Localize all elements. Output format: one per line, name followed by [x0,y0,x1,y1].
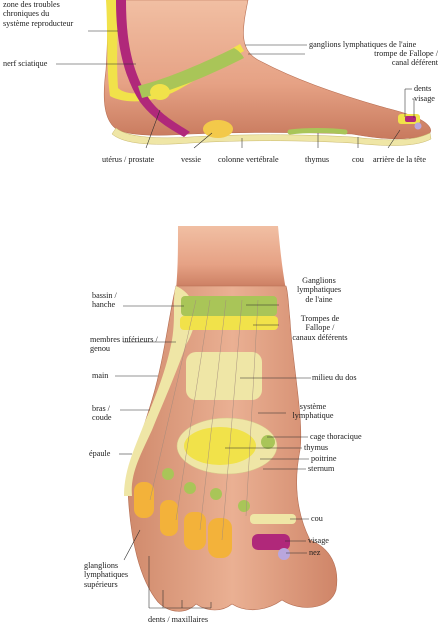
label-arriere-tete: arrière de la tête [373,155,426,164]
label-cage-thoracique: cage thoracique [310,432,362,441]
sole-bigtoe-nose [278,548,290,560]
label-thymus-bottom: thymus [304,443,329,452]
label-thymus-top: thymus [305,155,330,164]
label-visage: visage [414,94,435,103]
sole-lymph-spot-4 [210,488,222,500]
label-visage-bottom: visage [308,536,329,545]
side-toe-magenta [405,116,416,122]
label-milieu-dos: milieu du dos [312,373,357,382]
top-leader-lines [56,30,415,149]
sole-leg [176,226,286,290]
label-epaule: épaule [89,449,111,458]
label-bassin: bassin / hanche [92,291,117,310]
sole-view-foot [124,226,338,612]
label-vessie: vessie [181,155,202,164]
sole-toe-orange-1 [134,482,154,518]
side-foot-skin [103,0,431,140]
label-main: main [92,371,109,380]
label-dents: dents [414,84,432,93]
sole-yellow-fallope [180,316,278,330]
side-heel-spot [203,120,233,138]
sole-lymph-spot-2 [162,468,174,480]
label-trompe-fallope: trompe de Fallope / canal déférent [374,49,438,68]
side-magenta-sciatic [116,0,190,137]
label-systeme-lymph: système lymphatique [292,402,334,421]
sole-bigtoe-neck [250,514,296,524]
sole-thymus [184,427,256,465]
label-trompes: Trompes de Fallope / canaux déférents [292,314,348,342]
label-poitrine: poitrine [311,454,337,463]
sole-bigtoe-face [252,534,290,550]
sole-reflex-lines [149,299,259,541]
label-bras: bras / coude [92,404,112,423]
sole-lymph-spot-3 [184,482,196,494]
sole-lymph-spot-1 [261,435,275,449]
side-bladder-spot [150,84,170,100]
label-cou-bottom: cou [311,514,323,523]
side-view-foot [103,0,432,146]
label-glanglions-sup: glanglions lymphatiques supérieurs [84,561,129,589]
side-sole-band [111,127,432,146]
label-dents-maxillaires: dents / maxillaires [148,615,209,624]
sole-lymph-spot-5 [238,500,250,512]
label-sternum: sternum [308,464,335,473]
label-membres: membres inférieurs / genou [90,335,158,354]
side-yellow-back-band [106,0,244,102]
sole-lateral-pale-band [124,286,190,496]
sole-toe-orange-4 [208,518,232,558]
bottom-leader-lines [115,304,311,609]
label-ganglions-aine: ganglions lymphatiques de l'aine [309,40,417,49]
sole-mid-back [186,352,262,400]
side-thymus-dash [287,128,348,135]
sole-toe-orange-2 [160,500,178,536]
label-nez: nez [309,548,321,557]
label-nerf-sciatique: nerf sciatique [3,59,48,68]
label-ganglions-aine-bottom: Ganglions lymphatiques de l'aine [296,276,342,304]
label-zone-troubles: zone des troubles chroniques du système … [3,0,74,28]
side-toe-lavender [414,122,422,130]
label-cou-top: cou [352,155,364,164]
label-uterus-prostate: utérus / prostate [102,155,155,164]
label-colonne: colonne vertébrale [218,155,279,164]
sole-toe-orange-3 [184,512,206,550]
sole-green-groin [181,296,277,316]
